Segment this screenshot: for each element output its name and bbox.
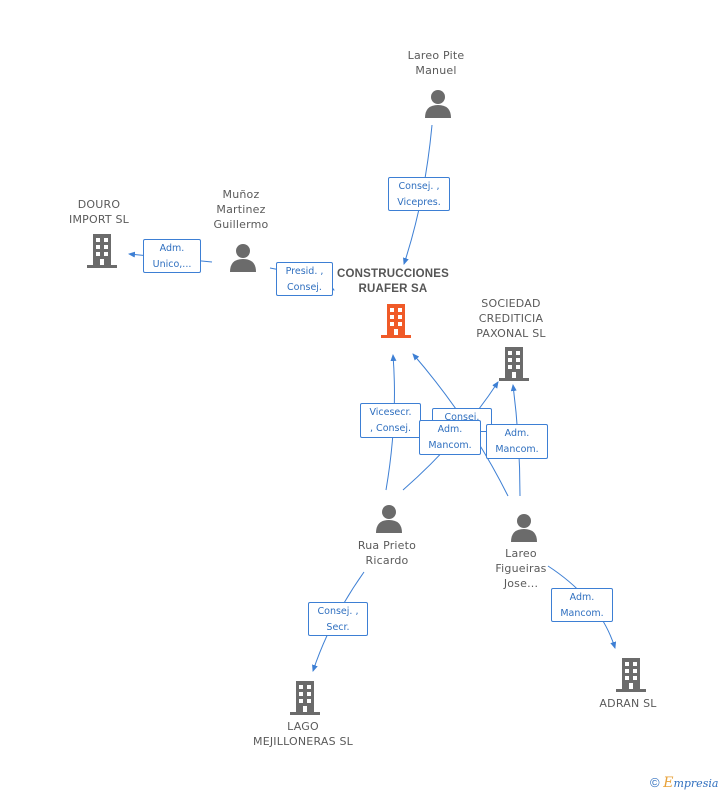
node-label-lago[interactable]: LAGO MEJILLONERAS SL [243,719,363,749]
node-label-line: Lareo Pite [407,49,465,62]
node-label-munoz[interactable]: Muñoz Martinez Guillermo [191,187,291,232]
node-label-line: Lareo [505,547,537,560]
person-icon[interactable] [510,512,538,542]
edge-label-line: Mancom. [428,440,472,451]
node-label-line: RUAFER SA [358,283,428,295]
edge-label-line: Presid. , [285,266,324,277]
person-icon[interactable] [229,242,257,272]
edge-label-consej-vicepres[interactable]: Consej. , Vicepres. [388,177,450,211]
edge-label-line: , Consej. [370,423,411,434]
edge-label-line: Consej. , [317,606,359,617]
edge-label-line: Secr. [326,622,350,633]
edge-label-line: Consej. , [398,181,440,192]
node-label-line: Muñoz [222,188,260,201]
node-label-line: LAGO [287,720,319,733]
node-label-line: Jose... [503,577,539,590]
brand-logo-initial: E [663,775,674,791]
node-label-line: Figueiras [495,562,547,575]
node-label-line: IMPORT SL [69,213,129,226]
brand-logo-text: mpresia [673,777,719,790]
copyright-symbol: © [650,775,660,790]
building-icon-main[interactable] [381,304,411,338]
building-icon[interactable] [290,681,320,715]
edge-label-line: Vicesecr. [369,407,412,418]
edge-label-line: Consej. [287,282,322,293]
building-icon[interactable] [499,347,529,381]
node-label-line: Martinez [216,203,266,216]
edge-label-vicesecr-consej[interactable]: Vicesecr. , Consej. [360,403,421,438]
node-label-construcciones[interactable]: CONSTRUCCIONES RUAFER SA [323,267,463,297]
node-label-adran[interactable]: ADRAN SL [588,696,668,711]
node-label-line: Guillermo [213,218,269,231]
node-label-line: ADRAN SL [599,697,657,710]
person-icon[interactable] [375,503,403,533]
edge-label-presid-consej[interactable]: Presid. , Consej. [276,262,333,296]
person-icon[interactable] [424,88,452,118]
edge-label-adm-mancom[interactable]: Adm. Mancom. [551,588,613,622]
edge-label-consej-secr[interactable]: Consej. , Secr. [308,602,368,636]
edge-label-line: Mancom. [560,608,604,619]
edge-label-line: Adm. [437,424,463,435]
node-label-lareo-pite[interactable]: Lareo Pite Manuel [386,48,486,78]
node-label-sociedad[interactable]: SOCIEDAD CREDITICIA PAXONAL SL [461,296,561,341]
edge-label-adm-mancom[interactable]: Adm. Mancom. [419,420,481,455]
node-label-line: MEJILLONERAS SL [253,735,353,748]
edge-label-adm-unico[interactable]: Adm. Unico,... [143,239,201,273]
edge-label-adm-mancom[interactable]: Adm. Mancom. [486,424,548,459]
edge-label-line: Vicepres. [397,197,441,208]
edge-label-line: Adm. [504,428,530,439]
node-label-lareo-figueiras[interactable]: Lareo Figueiras Jose... [471,546,571,591]
node-label-line: Ricardo [365,554,409,567]
node-label-line: CREDITICIA [478,312,544,325]
edge-label-line: Adm. [569,592,595,603]
edge-label-line: Consej. [444,412,480,423]
node-label-douro[interactable]: DOURO IMPORT SL [49,197,149,227]
node-label-rua-prieto[interactable]: Rua Prieto Ricardo [337,538,437,568]
empresia-watermark: © Empresia [650,775,718,791]
node-label-line: Manuel [415,64,457,77]
edge-label-line: Adm. [159,243,185,254]
building-icon[interactable] [616,658,646,692]
node-label-line: SOCIEDAD [481,297,541,310]
edge-label-line: Mancom. [495,444,539,455]
node-label-line: PAXONAL SL [476,327,546,340]
node-label-line: CONSTRUCCIONES [336,268,450,280]
node-label-line: Rua Prieto [357,539,417,552]
building-icon[interactable] [87,234,117,268]
edge-label-line: Unico,... [152,259,192,270]
node-label-line: DOURO [77,198,121,211]
